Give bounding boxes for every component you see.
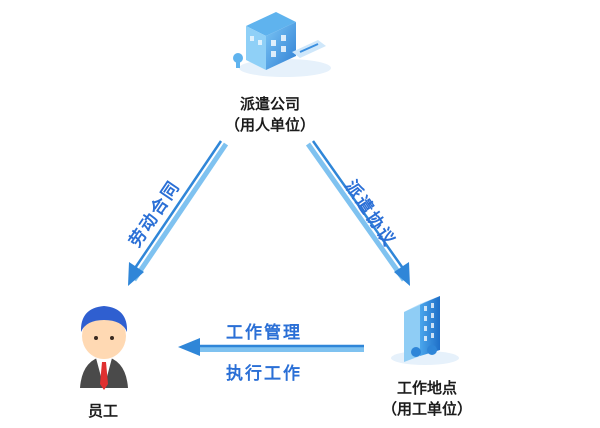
work-management-arrow	[178, 338, 364, 356]
company-building-icon	[233, 12, 331, 77]
work-management-label: 工作管理	[226, 323, 302, 343]
workplace-role: （用工单位）	[381, 400, 472, 418]
dispatch-company-name: 派遣公司	[239, 95, 300, 113]
dispatch-company-label: 派遣公司 （用人单位）	[205, 94, 335, 136]
dispatch-agreement-arrow	[305, 140, 410, 286]
dispatch-company-role: （用人单位）	[224, 116, 315, 134]
employee-avatar-icon	[80, 306, 128, 390]
workplace-label: 工作地点 （用工单位）	[372, 378, 482, 420]
labor-contract-arrow	[128, 140, 229, 286]
execute-work-label: 执行工作	[226, 364, 302, 384]
workplace-name: 工作地点	[396, 379, 457, 397]
workplace-building-icon	[391, 296, 459, 365]
employee-label: 员工	[87, 402, 118, 420]
